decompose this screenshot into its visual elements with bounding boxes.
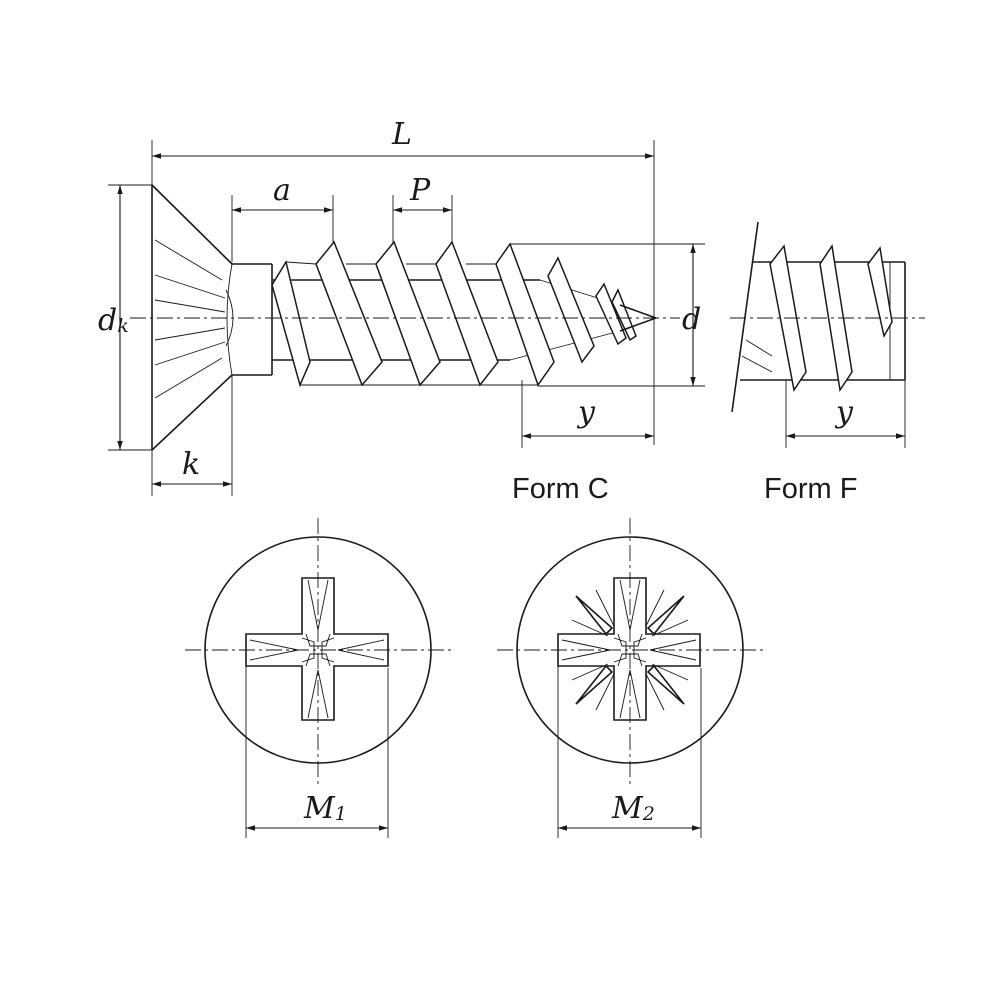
label-recess-gauge-2: M2 bbox=[611, 791, 655, 826]
form-f-side-view bbox=[730, 221, 925, 413]
label-pitch: P bbox=[409, 173, 431, 208]
label-thread-runout: a bbox=[273, 173, 291, 208]
label-point-length-c: y bbox=[576, 395, 596, 430]
label-thread-diameter: d bbox=[682, 302, 701, 337]
form-c-side-view bbox=[130, 184, 680, 451]
dimension-lines bbox=[108, 140, 906, 838]
countersunk-head bbox=[151, 184, 234, 451]
label-point-length-f: y bbox=[834, 395, 854, 430]
form-f-title: Form F bbox=[764, 473, 857, 505]
form-c-title: Form C bbox=[512, 473, 609, 505]
pozidriv-recess-ribbed-icon bbox=[497, 518, 764, 785]
label-head-diameter: dk bbox=[98, 303, 129, 338]
pozidriv-recess-icon bbox=[185, 518, 452, 785]
label-length: L bbox=[391, 117, 412, 152]
label-recess-gauge-1: M1 bbox=[303, 791, 347, 826]
thread-crests bbox=[271, 240, 657, 388]
label-head-height: k bbox=[182, 447, 200, 482]
